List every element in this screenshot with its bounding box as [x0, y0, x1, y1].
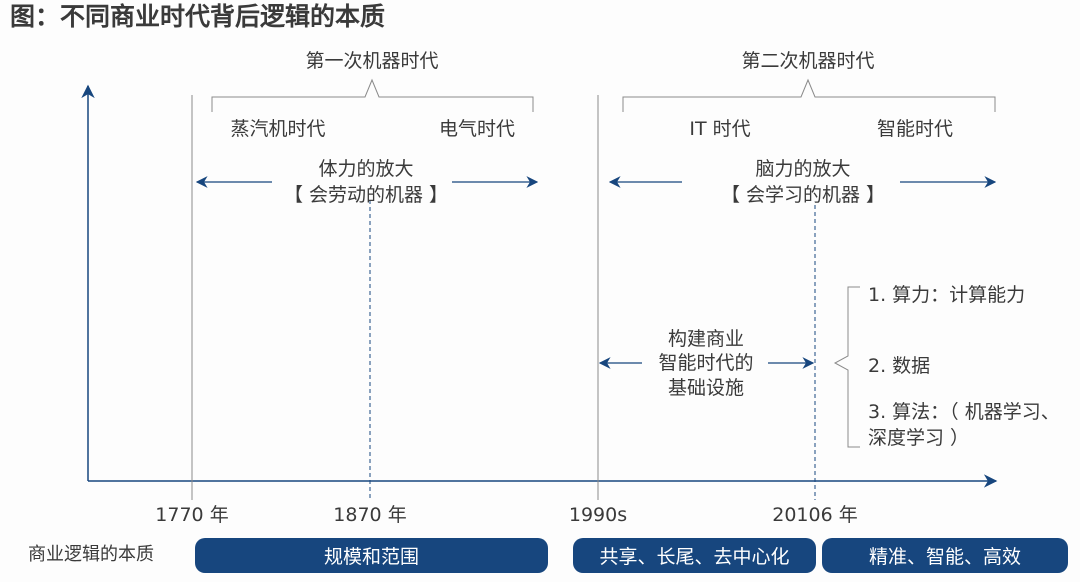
first-era-desc: 体力的放大	[318, 158, 414, 180]
essence-pill-sharing: 共享、长尾、去中心化	[573, 538, 816, 573]
essence-pill-precision: 精准、智能、高效	[822, 538, 1068, 573]
smart-era-label: 智能时代	[876, 118, 954, 140]
electric-era-label: 电气时代	[438, 118, 516, 140]
diagram-title: 图：不同商业时代背后逻辑的本质	[10, 2, 386, 31]
it-era-label: IT 时代	[689, 118, 751, 140]
first-era-machine: 【 会劳动的机器 】	[283, 184, 449, 206]
second-era-bracket	[622, 78, 996, 112]
factor-algorithm-cont: 深度学习 ）	[868, 427, 970, 449]
first-era-bracket	[211, 78, 534, 112]
infra-line-1: 构建商业	[667, 328, 745, 350]
steam-era-label: 蒸汽机时代	[230, 118, 326, 140]
factor-computing: 1. 算力：计算能力	[868, 284, 1026, 306]
year-2010: 20106 年	[772, 504, 858, 526]
essence-pill-scale: 规模和范围	[195, 538, 548, 573]
infra-line-2: 智能时代的	[658, 352, 754, 374]
factor-algorithm: 3. 算法：（ 机器学习、	[868, 401, 1060, 423]
infra-line-3: 基础设施	[667, 377, 745, 399]
year-1770: 1770 年	[155, 504, 229, 526]
factor-data: 2. 数据	[868, 355, 931, 377]
essence-label: 商业逻辑的本质	[28, 544, 154, 565]
second-era-label: 第二次机器时代	[741, 50, 875, 72]
year-1870: 1870 年	[333, 504, 407, 526]
factors-brace	[833, 286, 860, 448]
second-era-machine: 【 会学习的机器 】	[720, 184, 886, 206]
first-era-label: 第一次机器时代	[305, 50, 439, 72]
year-1990s: 1990s	[568, 504, 628, 526]
second-era-desc: 脑力的放大	[755, 158, 851, 180]
